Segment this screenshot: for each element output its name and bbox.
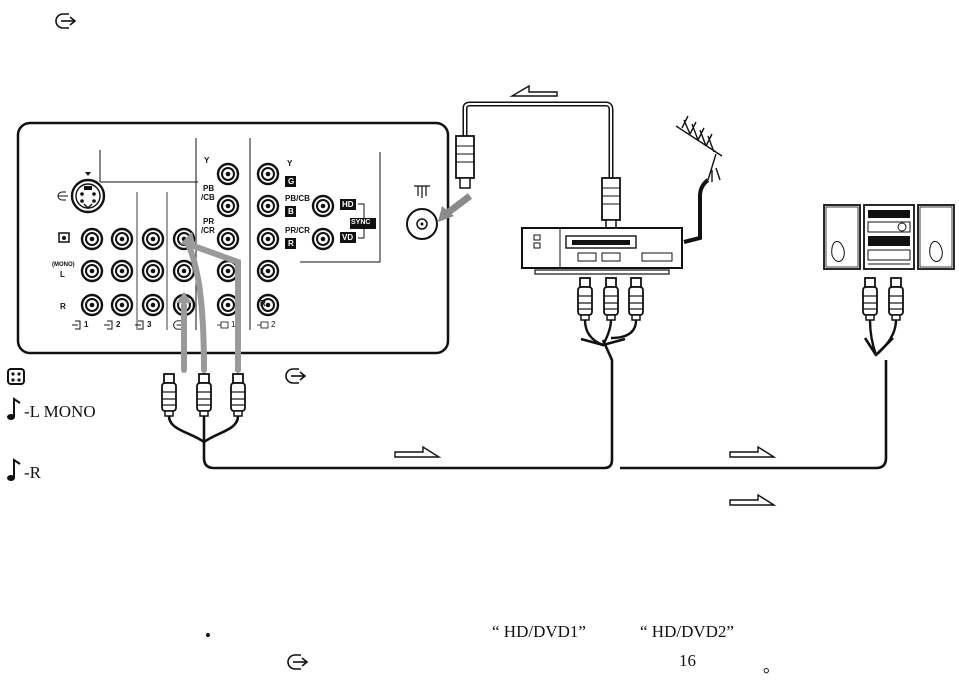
label-pb-cb-1: PB: [203, 184, 215, 193]
monitor-out-cables: [181, 241, 241, 373]
rf-insert-arrow: [438, 193, 473, 222]
signal-arrow-bottom: [729, 494, 775, 506]
label-pb-cb-2: PB/CB: [285, 194, 310, 203]
label-pb-cb-1b: /CB: [201, 193, 215, 202]
rca-plug-video: [161, 373, 177, 417]
output-icon-top: [55, 13, 76, 29]
rf-plug-vcr: [601, 177, 621, 233]
label-l: L: [60, 270, 65, 279]
note-bullet: •: [205, 626, 211, 645]
note-page-ref: 16: [679, 651, 696, 670]
note-quote-hd-dvd1: “ HD/DVD1”: [492, 622, 586, 641]
input-1-icon: [72, 320, 81, 330]
antenna: [675, 115, 723, 182]
label-mono: (MONO): [52, 262, 75, 268]
label-r: R: [288, 239, 294, 248]
audio-l-icon: [6, 398, 21, 421]
vcr-rca-audio-l: [603, 277, 619, 321]
component-1-icon: [217, 321, 229, 329]
video-row-icon: [58, 232, 70, 243]
audio-system: [823, 204, 955, 270]
audio-r-icon: [6, 459, 21, 482]
audio-r-text: -R: [24, 463, 41, 482]
label-r-2: R: [260, 299, 266, 308]
label-comp2: 2: [271, 320, 276, 329]
label-g: G: [288, 177, 295, 186]
output-icon-mid: [285, 368, 306, 384]
s-video-icon: [57, 191, 68, 201]
label-pr-cr-2: PR/CR: [285, 226, 310, 235]
note-quote-hd-dvd2: “ HD/DVD2”: [640, 622, 734, 641]
av-cable: [167, 337, 894, 470]
label-y2: Y: [287, 159, 293, 168]
label-pr-cr-1: PR: [203, 217, 215, 226]
video-legend-icon: [7, 368, 25, 385]
tv-rear-panel: [16, 121, 450, 355]
vcr-rca-video: [577, 277, 593, 321]
signal-arrow-to-vcr: [394, 446, 440, 458]
label-b: B: [288, 207, 294, 216]
label-in1: 1: [84, 320, 89, 329]
label-in3: 3: [147, 320, 152, 329]
s-video-jack: [70, 172, 106, 214]
label-sync: SYNC: [351, 219, 371, 226]
input-3-icon: [135, 320, 144, 330]
label-pr-cr-1b: /CR: [201, 226, 215, 235]
signal-arrow-to-amp: [729, 446, 775, 458]
label-hd: HD: [342, 200, 354, 209]
vcr-rca-audio-r: [628, 277, 644, 321]
note-end-mark: 。: [763, 657, 780, 676]
label-comp1: 1: [231, 320, 236, 329]
label-l-2: L: [260, 267, 265, 276]
vcr: [521, 227, 683, 275]
label-r-audio: R: [60, 302, 66, 311]
output-icon-notes: [287, 654, 308, 670]
input-2-icon: [104, 320, 113, 330]
rf-plug-tv: [455, 135, 475, 189]
label-in2: 2: [116, 320, 121, 329]
signal-arrow-rf: [509, 84, 558, 97]
rca-plug-audio-l: [196, 373, 212, 417]
audio-l-text: -L MONO: [24, 402, 96, 421]
rca-plug-audio-r: [230, 373, 246, 417]
component-2-icon: [257, 321, 269, 329]
rf-cable: [462, 101, 614, 178]
antenna-terminal: [406, 185, 438, 240]
amp-rca-r: [888, 277, 904, 321]
label-y1: Y: [204, 156, 210, 165]
label-vd: VD: [342, 233, 354, 242]
amp-rca-l: [862, 277, 878, 321]
